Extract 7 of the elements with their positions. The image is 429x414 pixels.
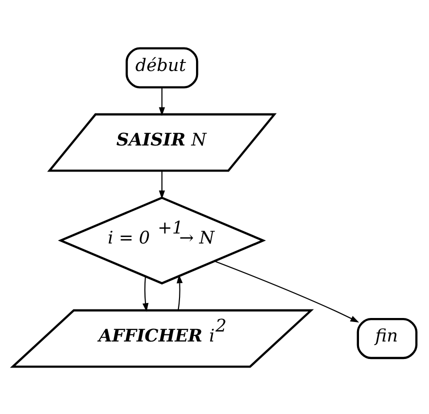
arrow bbox=[142, 276, 148, 312]
arrow bbox=[158, 170, 165, 199]
arrow bbox=[158, 87, 165, 116]
arrow bbox=[214, 260, 360, 322]
arrow bbox=[176, 274, 183, 310]
node-box: fin bbox=[356, 317, 418, 359]
node-box: début bbox=[126, 46, 198, 88]
